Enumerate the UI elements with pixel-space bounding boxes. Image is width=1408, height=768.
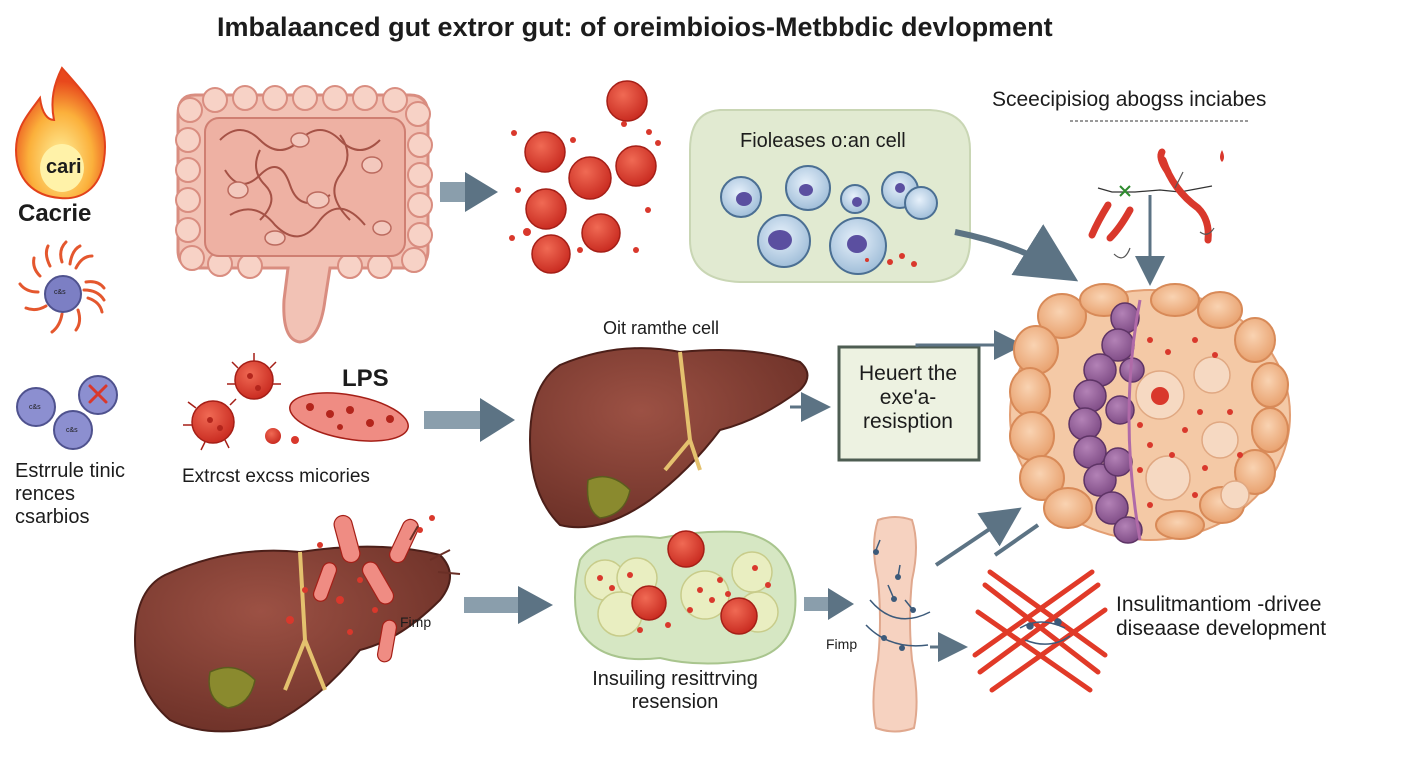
disease-vessel-detail <box>1019 618 1071 645</box>
fat-cell-panel <box>689 109 971 283</box>
arrow-box-to-tissue <box>915 330 1024 360</box>
fat-cell-label: Fioleases o:an cell <box>740 130 906 152</box>
liver-illustration <box>528 347 809 529</box>
arrow-liver-to-insulin <box>464 586 553 624</box>
arrow-microbes-to-liver <box>424 398 515 442</box>
bacteria-cluster-top <box>509 80 661 274</box>
fimp-label: Fimp <box>826 636 858 652</box>
flame-icon-text: cari <box>46 156 82 178</box>
arrow-gut-to-bacteria <box>440 172 498 212</box>
liver-cell-label: Oit ramthe cell <box>603 318 720 338</box>
left-label: Estrrule tinic rences csarbios <box>15 460 126 528</box>
page-title: Imbalaanced gut extror gut: of oreimbioi… <box>217 12 1053 42</box>
molecule-label: c&s <box>66 427 78 434</box>
adipose-tissue <box>1009 283 1291 544</box>
arrow-insulin-to-vessel <box>804 588 854 620</box>
microbe-cluster <box>183 353 409 451</box>
side-title: Sceecipisiog abogss inciabes <box>992 88 1267 111</box>
intestine-illustration <box>175 85 433 344</box>
lps-label: LPS <box>342 365 389 392</box>
molecule-label: c&s <box>29 404 41 411</box>
vessel-illustration <box>865 507 1040 733</box>
resistance-box-label: Heuert the exe'a-resisption <box>858 362 958 434</box>
cross-icon <box>88 384 108 404</box>
flame-icon <box>14 66 107 200</box>
cytokine-icon <box>18 240 106 334</box>
insulin-cells <box>574 530 797 665</box>
microbe-label: Extrcst excss micories <box>182 466 370 487</box>
liver-inflamed-illustration <box>133 514 461 733</box>
receptor-illustration <box>1070 120 1250 286</box>
arrow-fat-to-tissue <box>954 224 1079 282</box>
fimp-label: Fimp <box>400 614 432 630</box>
heat-label: Cacrie <box>18 200 92 227</box>
disease-cross-icon <box>972 569 1108 693</box>
cytokine-label: c&s <box>54 289 66 296</box>
insulin-label: Insuiling resittrving resension <box>592 668 758 713</box>
molecule-icon <box>16 375 118 450</box>
resistance-box <box>837 345 981 462</box>
disease-label: Insulitmantiom -drivee diseaase developm… <box>1116 593 1327 641</box>
